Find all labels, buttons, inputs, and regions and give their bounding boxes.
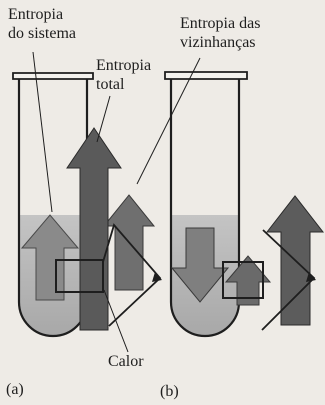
surroundings-entropy-label: Entropia das vizinhanças [180,14,260,52]
panel-b-label: (b) [160,382,179,401]
leader-total-entropy [97,96,110,142]
total-entropy-label: Entropia total [96,56,151,94]
panel-a-label: (a) [6,380,24,399]
tube-b-rim [165,72,247,79]
test-tube-b [165,72,247,336]
system-entropy-label: Entropia do sistema [8,5,76,43]
heat-label: Calor [108,352,144,371]
tube-a-rim [13,73,93,79]
